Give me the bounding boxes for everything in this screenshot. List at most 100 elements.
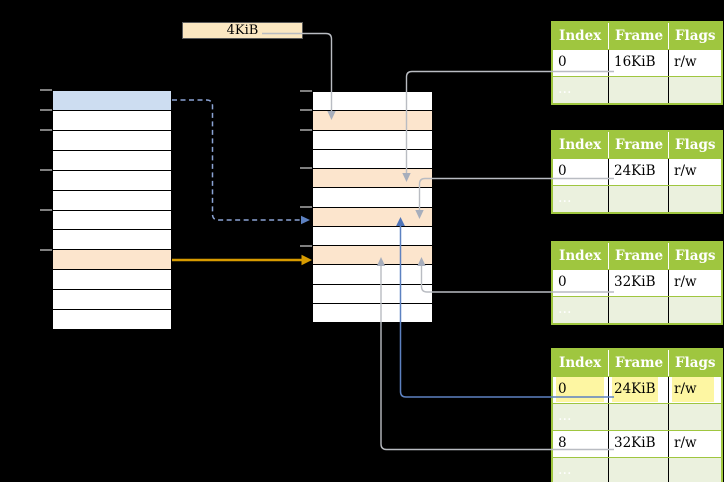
page-table-32kib: Index Frame Flags 0 32KiB r/w … — [551, 241, 723, 325]
frame-memory-column — [312, 91, 433, 323]
table-header-row: Index Frame Flags — [553, 23, 721, 49]
table-row: … — [553, 185, 721, 212]
frame-cell: 32KiB — [608, 431, 668, 457]
memory-cell — [53, 91, 171, 111]
column-header: Frame — [608, 350, 668, 376]
memory-cell — [313, 226, 432, 246]
flags-cell — [668, 297, 721, 323]
tick-mark — [40, 109, 52, 111]
memory-cell — [313, 207, 432, 227]
frame-cell — [608, 458, 668, 482]
memory-cell — [313, 130, 432, 150]
table-row: … — [553, 76, 721, 103]
memory-cell — [53, 110, 171, 131]
frame-cell — [608, 404, 668, 430]
index-cell: … — [558, 301, 572, 317]
flags-cell: r/w — [668, 159, 721, 185]
tick-mark — [40, 89, 52, 91]
highlighted-value: 24KiB — [612, 377, 658, 402]
frame-cell — [608, 186, 668, 212]
flags-cell: r/w — [668, 50, 721, 76]
tick-mark — [40, 129, 52, 131]
flags-cell — [668, 186, 721, 212]
arrow-virtual-page-dashed — [172, 99, 310, 225]
tick-mark — [300, 90, 312, 92]
tick-mark — [300, 129, 312, 131]
tick-mark — [40, 209, 52, 211]
flags-cell — [668, 458, 721, 482]
tick-mark — [300, 245, 312, 247]
memory-cell — [53, 270, 171, 291]
frame-cell — [608, 297, 668, 323]
table-header-row: Index Frame Flags — [553, 350, 721, 376]
table-row: … — [553, 457, 721, 482]
memory-cell — [53, 250, 171, 271]
table-header-row: Index Frame Flags — [553, 243, 721, 269]
page-table-16kib: Index Frame Flags 0 16KiB r/w … — [551, 21, 723, 105]
frame-cell: 24KiB — [608, 377, 668, 403]
table-row: 0 16KiB r/w — [553, 49, 721, 76]
virtual-memory-column — [52, 90, 172, 330]
flags-cell — [668, 404, 721, 430]
index-cell: … — [558, 81, 572, 97]
page-size-label: 4KiB — [182, 22, 303, 39]
table-row-highlighted: 0 24KiB r/w — [553, 376, 721, 403]
memory-cell — [313, 246, 432, 266]
index-cell: 8 — [558, 435, 567, 451]
memory-cell — [53, 150, 171, 171]
page-table-level2: Index Frame Flags 0 24KiB r/w … 8 32KiB … — [551, 348, 723, 482]
index-cell: … — [558, 462, 572, 478]
arrow-virtual-page-amber — [172, 254, 312, 266]
table-row: … — [553, 296, 721, 323]
index-cell: … — [558, 408, 572, 424]
table-row: 0 24KiB r/w — [553, 158, 721, 185]
memory-cell — [53, 230, 171, 251]
page-table-24kib: Index Frame Flags 0 24KiB r/w … — [551, 130, 723, 214]
column-header: Flags — [668, 23, 721, 49]
memory-cell — [313, 265, 432, 285]
index-cell: 0 — [558, 163, 567, 179]
highlighted-value: r/w — [672, 377, 714, 402]
memory-cell — [313, 169, 432, 189]
memory-cell — [53, 190, 171, 211]
flags-cell: r/w — [668, 270, 721, 296]
index-cell: … — [558, 190, 572, 206]
column-header: Frame — [608, 132, 668, 158]
memory-cell — [313, 284, 432, 304]
memory-cell — [313, 92, 432, 112]
column-header: Frame — [608, 243, 668, 269]
flags-cell — [668, 77, 721, 103]
memory-cell — [53, 130, 171, 151]
flags-cell: r/w — [668, 377, 721, 403]
column-header: Frame — [608, 23, 668, 49]
memory-cell — [313, 149, 432, 169]
tick-mark — [300, 167, 312, 169]
column-header: Index — [559, 248, 602, 264]
memory-cell — [53, 310, 171, 330]
table-row: 8 32KiB r/w — [553, 430, 721, 457]
column-header: Index — [559, 355, 602, 371]
tick-mark — [40, 249, 52, 251]
frame-cell: 16KiB — [608, 50, 668, 76]
tick-mark — [300, 109, 312, 111]
memory-cell — [313, 111, 432, 131]
tick-mark — [40, 169, 52, 171]
tick-mark — [300, 206, 312, 208]
memory-cell — [53, 210, 171, 231]
column-header: Flags — [668, 350, 721, 376]
frame-cell: 24KiB — [608, 159, 668, 185]
memory-cell — [313, 303, 432, 322]
frame-cell: 32KiB — [608, 270, 668, 296]
memory-cell — [313, 188, 432, 208]
column-header: Flags — [668, 132, 721, 158]
column-header: Index — [559, 28, 602, 44]
highlighted-value: 0 — [556, 377, 604, 402]
column-header: Index — [559, 137, 602, 153]
memory-cell — [53, 170, 171, 191]
table-header-row: Index Frame Flags — [553, 132, 721, 158]
index-cell: 0 — [558, 54, 567, 70]
frame-cell — [608, 77, 668, 103]
flags-cell: r/w — [668, 431, 721, 457]
index-cell: 0 — [558, 274, 567, 290]
